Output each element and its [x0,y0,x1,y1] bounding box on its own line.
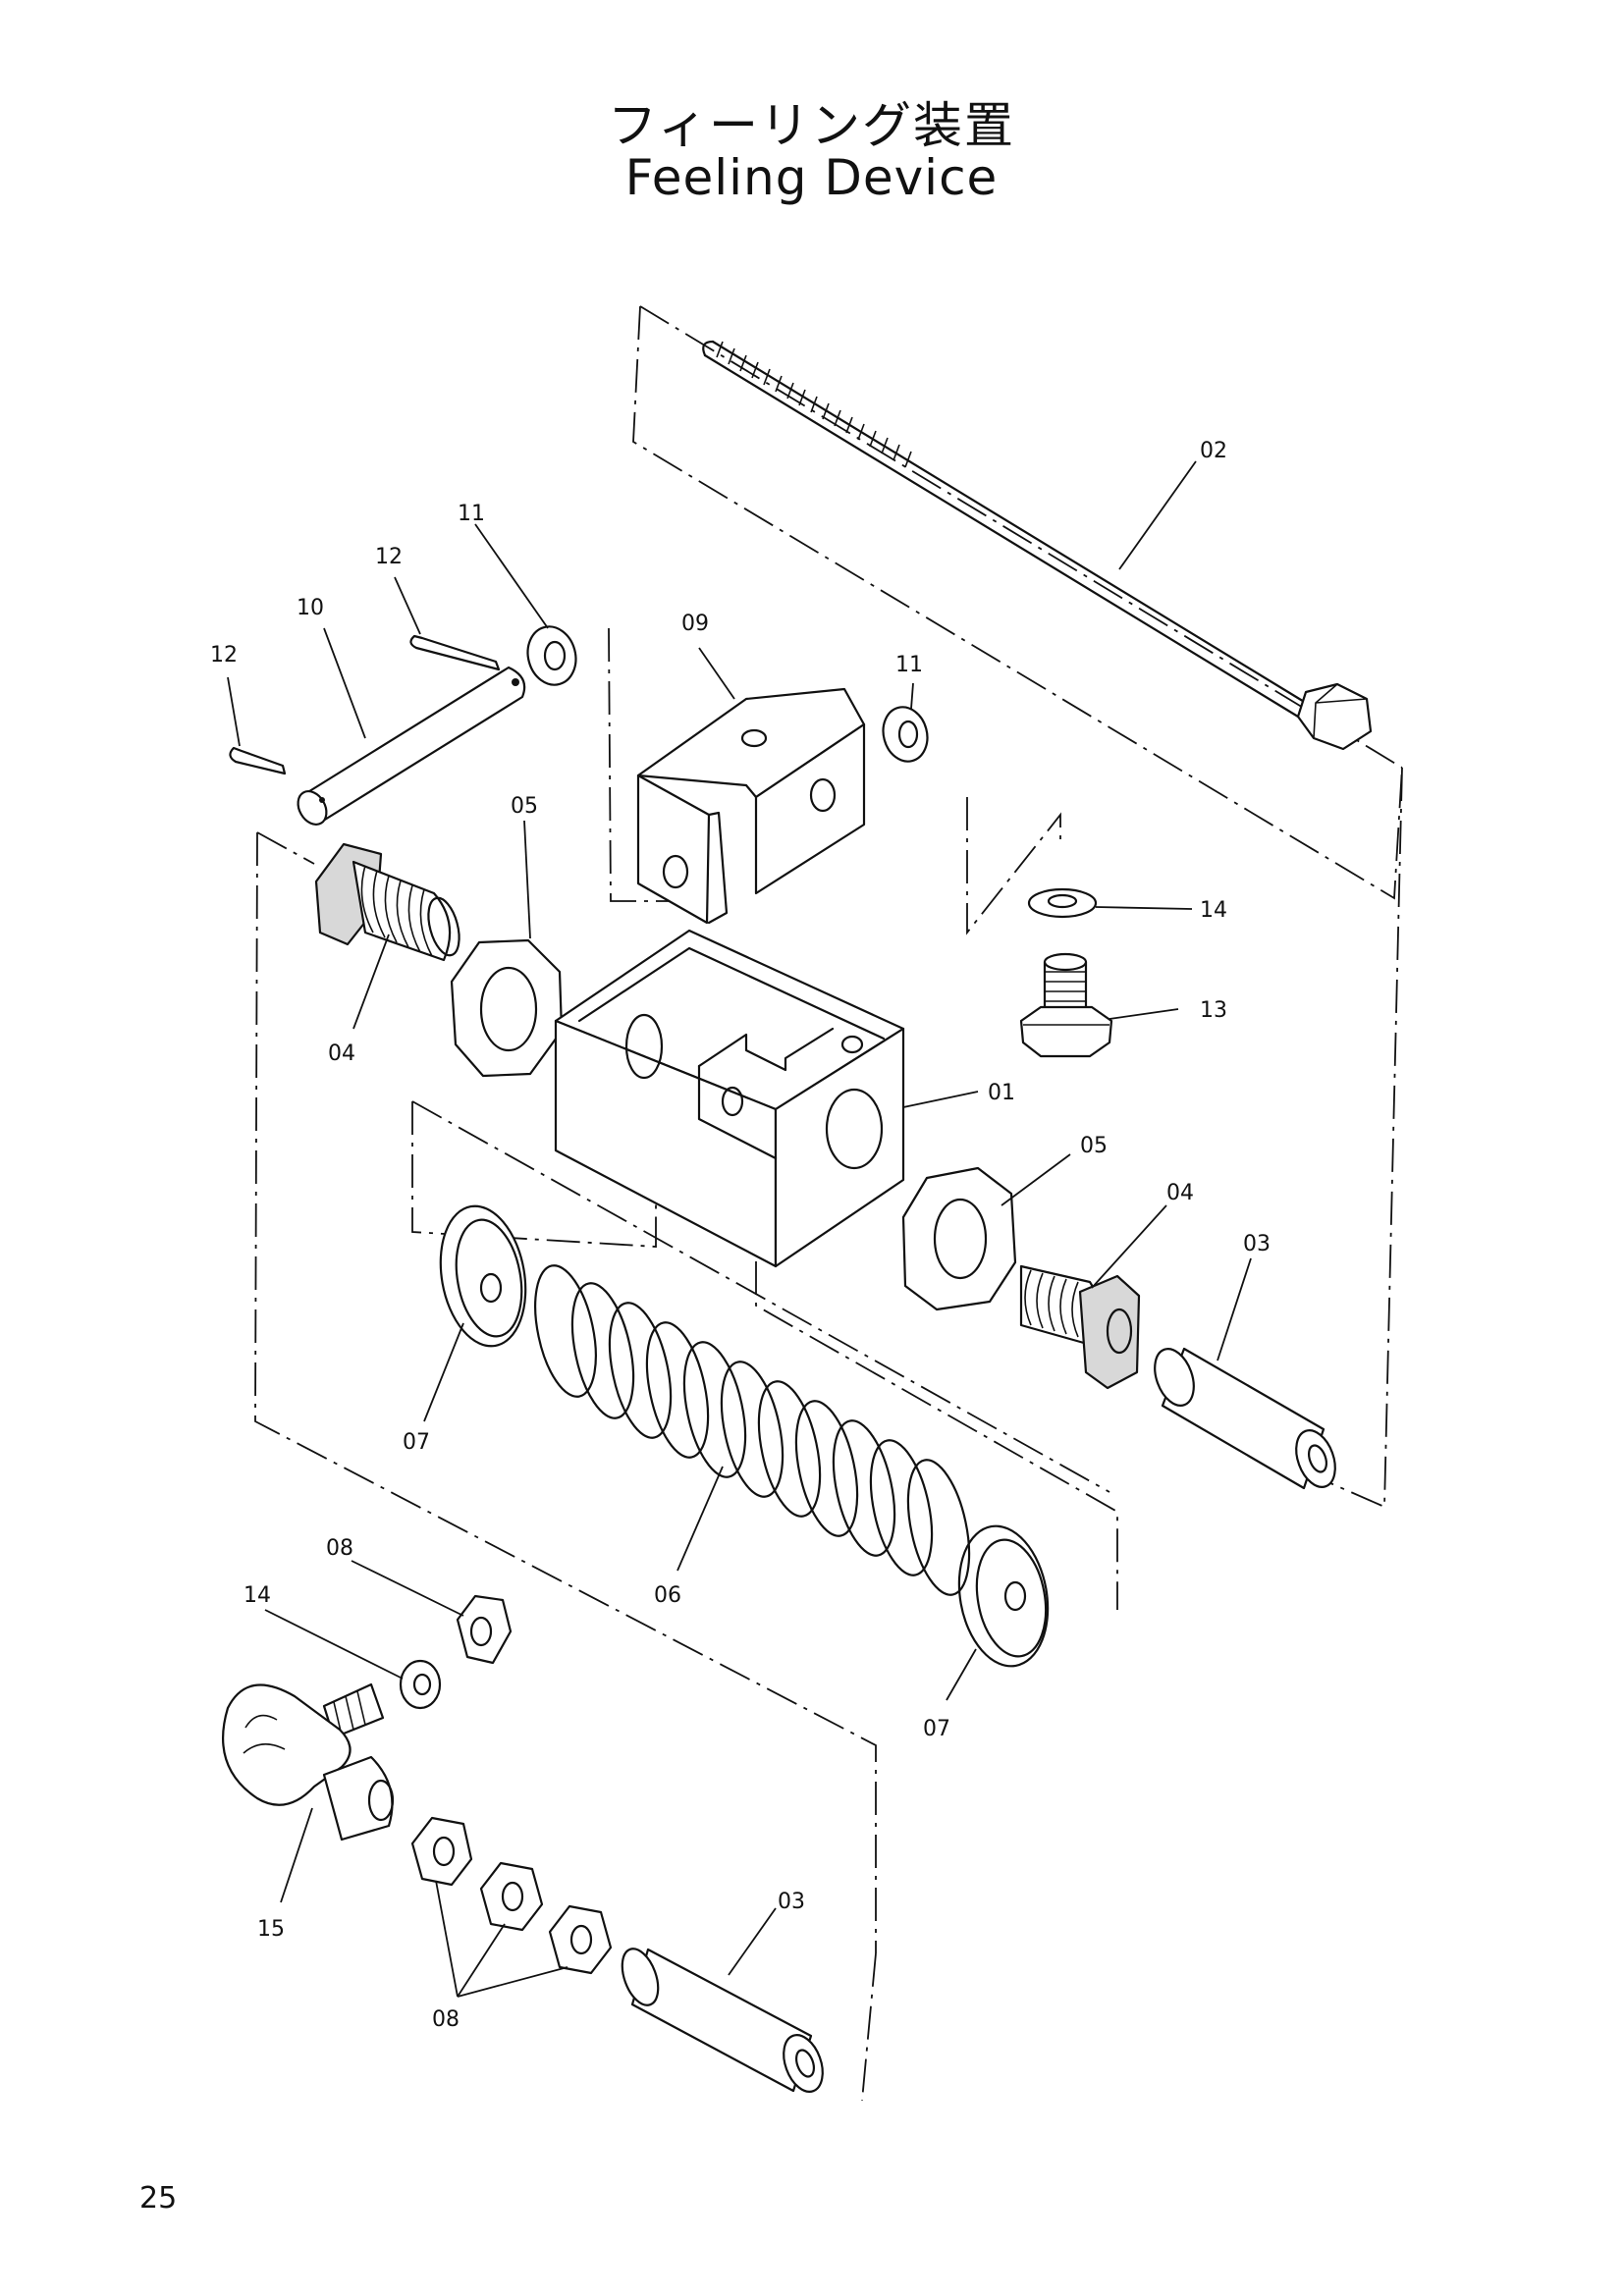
part-02-long-bolt [702,340,1373,751]
part-09-bracket [636,687,866,925]
part-label-10: 10 [297,596,324,620]
part-13-hex-bolt [1019,952,1113,1058]
part-06-coil-spring [534,1264,971,1596]
part-14-lock-washer-right [1027,887,1098,919]
part-label-05-right: 05 [1080,1134,1108,1158]
part-label-01: 01 [988,1081,1015,1105]
part-10-pin [297,666,526,826]
part-14-lock-washer-left [399,1659,442,1710]
part-04-adjuster-left [314,842,460,962]
part-08-nut-top [456,1594,513,1665]
part-05-locknut-right [901,1166,1017,1311]
part-08-nut-2 [479,1861,544,1932]
page-number: 25 [139,2181,178,2216]
part-01-block [554,929,905,1268]
part-label-03-bottom: 03 [778,1890,805,1914]
part-05-locknut-top [450,938,564,1078]
part-label-11-right: 11 [895,653,923,677]
part-07-spring-seat-right [957,1524,1050,1668]
part-08-nut-3 [548,1904,613,1975]
part-11-washer-left [526,625,577,686]
part-label-15: 15 [257,1917,285,1942]
part-label-12-top: 12 [375,545,403,569]
part-label-04-left: 04 [328,1041,355,1066]
part-label-07-right: 07 [923,1717,950,1741]
leader-lines [227,460,1252,1998]
part-number-callouts: 02 11 12 10 12 09 11 05 14 13 04 01 05 0… [210,439,1271,2032]
part-15-rod-end [221,1682,395,1842]
page-title-japanese: フィーリング装置 [608,97,1015,154]
page-title-english: Feeling Device [624,149,999,206]
part-08-nut-1 [410,1816,473,1887]
part-11-washer-right [882,706,929,763]
part-label-14-left: 14 [243,1583,271,1608]
part-12-cotter-pin-top [409,634,501,671]
part-label-06: 06 [654,1583,681,1608]
part-label-11-left: 11 [458,502,485,526]
part-07-spring-seat-left [439,1204,527,1348]
part-03-spacer-top [1154,1347,1336,1490]
part-label-13: 13 [1200,998,1227,1023]
part-label-04-right: 04 [1166,1181,1194,1205]
assembly-outline-lines [254,305,1403,2102]
part-label-08-bottom: 08 [432,2007,460,2032]
part-label-08-top: 08 [326,1536,353,1561]
part-label-14-right: 14 [1200,898,1227,923]
part-03-spacer-bottom [621,1948,824,2093]
part-label-09: 09 [681,612,709,636]
part-label-07-left: 07 [403,1430,430,1455]
part-12-cotter-pin-left [229,746,287,775]
part-label-02: 02 [1200,439,1227,463]
part-label-03-top: 03 [1243,1232,1271,1256]
part-label-12-left: 12 [210,643,238,667]
part-label-05-top: 05 [511,794,538,819]
part-04-adjuster-right [1019,1264,1141,1390]
